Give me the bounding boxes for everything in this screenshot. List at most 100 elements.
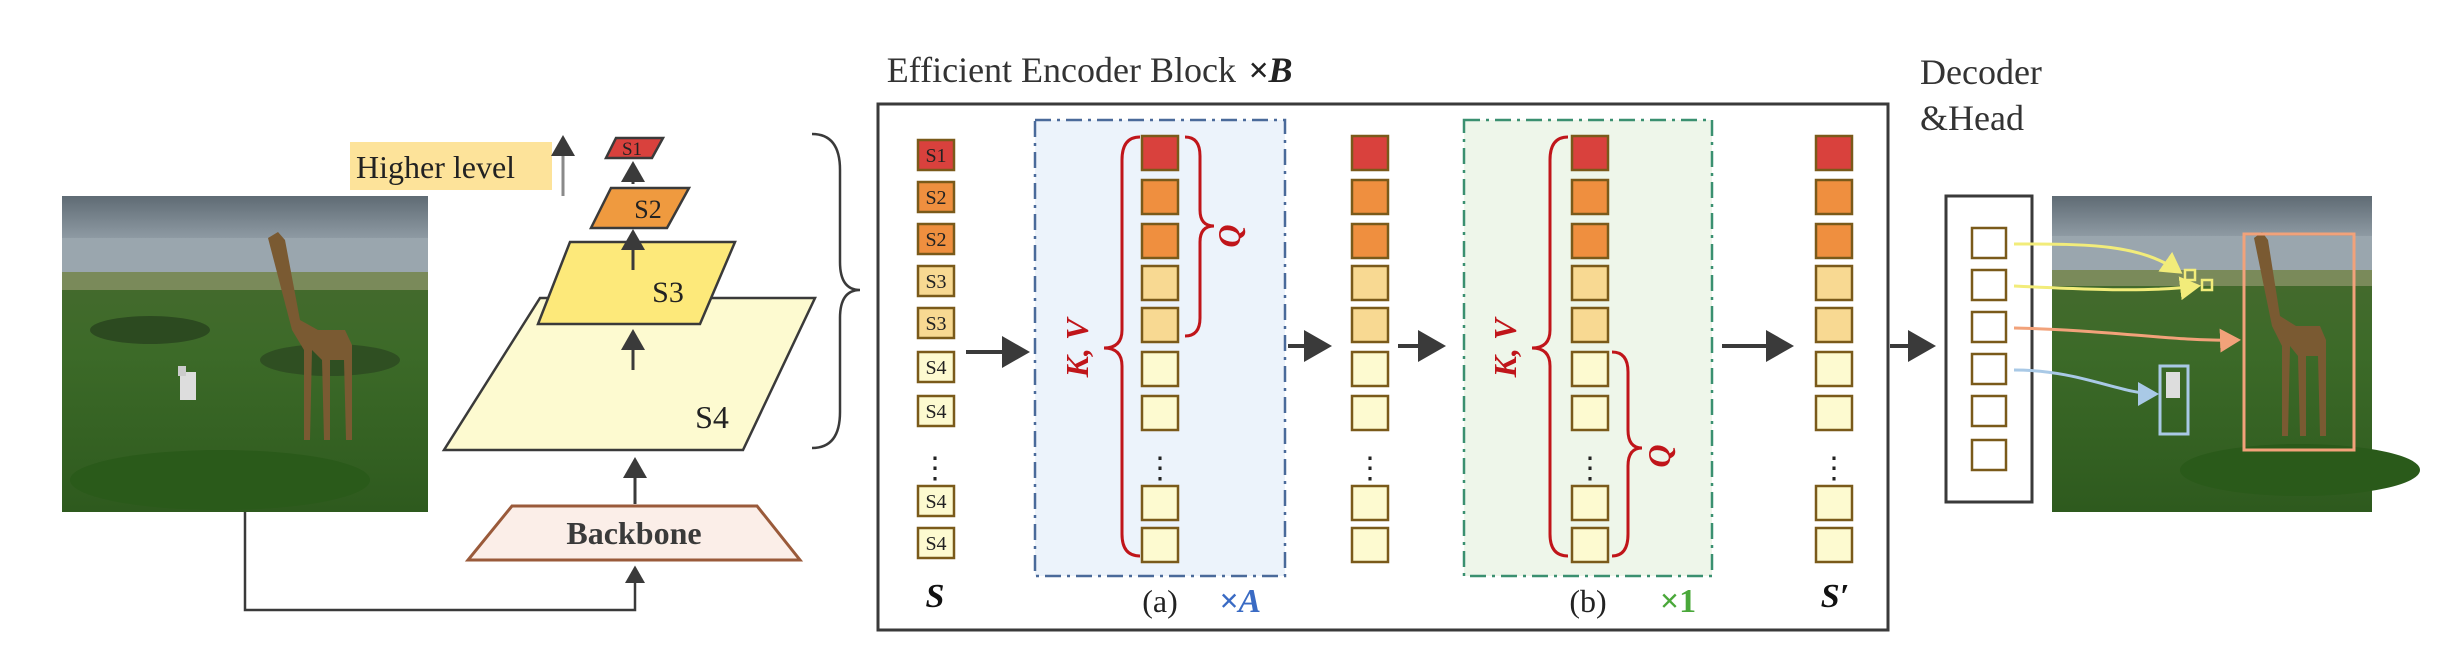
- giraffe-figure: [268, 232, 352, 440]
- block-b-token: [1570, 222, 1610, 260]
- backbone-block: [464, 504, 804, 562]
- output-token: [1814, 394, 1854, 432]
- query-arrow-3: [2013, 326, 2241, 353]
- image-to-backbone-arrow: [243, 512, 645, 612]
- block-a-q-label: Q: [1211, 224, 1247, 247]
- block-a-token: [1140, 350, 1180, 388]
- query-arrow-1: [2013, 242, 2183, 274]
- encoder-title: Efficient Encoder Block: [887, 50, 1236, 90]
- pyramid-s2-label: S2: [634, 195, 661, 224]
- output-token: [1814, 178, 1854, 216]
- decoder-queries: [1970, 226, 2008, 472]
- decoder-label-line1: Decoder: [1920, 52, 2042, 92]
- encoder-outer-box: [876, 102, 1890, 632]
- giraffe-bounding-box: [2242, 232, 2356, 452]
- output-token: [1814, 526, 1854, 564]
- decoder-query: [1970, 394, 2008, 428]
- output-token: [1814, 134, 1854, 172]
- mid-token: [1350, 394, 1390, 432]
- block-b-q-brace: [1611, 350, 1643, 558]
- input-token: [916, 138, 956, 172]
- block-a-token: [1140, 264, 1180, 302]
- block-a-token-ellipsis: ⋮: [1145, 451, 1175, 486]
- input-token: [916, 526, 956, 560]
- input-token: [916, 484, 956, 518]
- block-b-token: [1570, 134, 1610, 172]
- block-b-token: [1570, 264, 1610, 302]
- block-a-kv-brace: [1103, 135, 1141, 558]
- mid-token: [1350, 526, 1390, 564]
- decoder-query: [1970, 268, 2008, 302]
- block-a-token: [1140, 178, 1180, 216]
- output-token: [1814, 264, 1854, 302]
- mid-token: [1350, 484, 1390, 522]
- input-token-ellipsis: ⋮: [920, 451, 950, 486]
- pyramid-s3: [536, 240, 737, 326]
- pyramid-s4-label: S4: [695, 399, 729, 435]
- decoder-query: [1970, 438, 2008, 472]
- input-sequence-label: S: [926, 578, 945, 615]
- query-arrow-4: [2013, 368, 2159, 406]
- pyramid-brace: [811, 132, 861, 450]
- pyramid-s4: [441, 296, 817, 452]
- block-a-token: [1140, 484, 1180, 522]
- mid-token: [1350, 222, 1390, 260]
- block-a-token: [1140, 134, 1180, 172]
- block-a-label: (a): [1142, 583, 1178, 619]
- mid-token: [1350, 350, 1390, 388]
- decoder-query: [1970, 310, 2008, 344]
- block-b-token: [1570, 350, 1610, 388]
- input-token: [916, 264, 956, 298]
- input-token-label: S3: [925, 271, 946, 293]
- block-b-token: [1570, 394, 1610, 432]
- higher-level-label: Higher level: [356, 149, 515, 185]
- input-image: [62, 196, 428, 512]
- block-b-token: [1570, 484, 1610, 522]
- block-a-token: [1140, 394, 1180, 432]
- block-a-multiplier: ×A: [1219, 583, 1261, 620]
- input-token: [916, 350, 956, 384]
- zebra-figure: [178, 366, 196, 400]
- mid-token: [1350, 306, 1390, 344]
- input-token: [916, 222, 956, 256]
- block-b-token-ellipsis: ⋮: [1575, 451, 1605, 486]
- mid-token: [1350, 134, 1390, 172]
- pyramid-s1-label: S1: [622, 139, 642, 160]
- block-b-kv-brace: [1531, 135, 1569, 558]
- small-box-2: [2200, 278, 2214, 292]
- mid-token: [1350, 178, 1390, 216]
- output-token: [1814, 222, 1854, 260]
- output-giraffe-figure: [2254, 232, 2326, 436]
- decoder-query: [1970, 352, 2008, 386]
- output-token: [1814, 484, 1854, 522]
- zebra-bounding-box: [2158, 364, 2190, 436]
- output-sequence-label: S′: [1821, 578, 1849, 615]
- block-a-kv-label: K, V: [1059, 316, 1095, 378]
- block-b-kv-label: K, V: [1487, 316, 1523, 378]
- block-b-q-label: Q: [1641, 444, 1677, 467]
- mid-token-ellipsis: ⋮: [1355, 451, 1385, 486]
- output-zebra-figure: [2166, 372, 2180, 398]
- decoder-label-line2: &Head: [1920, 98, 2024, 138]
- block-b-label: (b): [1569, 583, 1606, 619]
- output-token: [1814, 350, 1854, 388]
- pyramid-s1: [603, 136, 666, 160]
- block-a-q-brace: [1184, 135, 1215, 338]
- block-a-token: [1140, 306, 1180, 344]
- encoder-title-multiplier: ×B: [1248, 50, 1293, 90]
- input-token-label: S2: [925, 187, 946, 209]
- input-token: [916, 394, 956, 428]
- input-token-label: S3: [925, 313, 946, 335]
- input-token: [916, 306, 956, 340]
- feature-pyramid: [441, 136, 817, 452]
- pyramid-s2: [588, 186, 692, 230]
- output-image: [2052, 196, 2420, 512]
- input-token-label: S4: [925, 533, 946, 555]
- block-b-token: [1570, 526, 1610, 564]
- block-a-token: [1140, 526, 1180, 564]
- input-token: [916, 180, 956, 214]
- pyramid-s3-label: S3: [652, 276, 684, 309]
- backbone-label: Backbone: [566, 515, 701, 551]
